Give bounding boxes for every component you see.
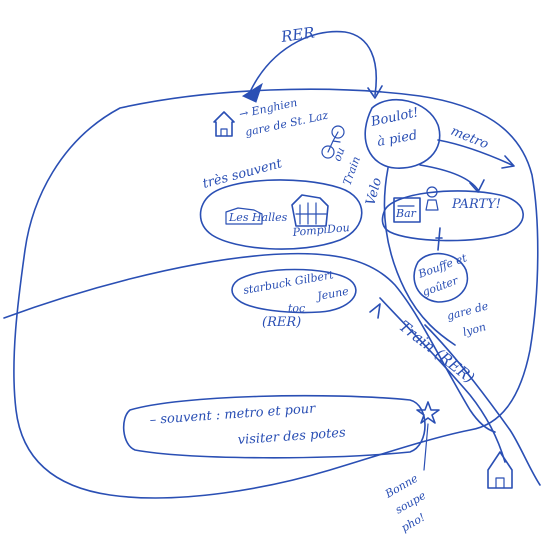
bar-label: Bar: [395, 207, 417, 220]
boulot-label-2: à pied: [376, 128, 418, 150]
tres-souvent-label: très souvent: [201, 156, 284, 192]
party-oval: [381, 190, 524, 242]
starbucks-oval: [231, 268, 357, 314]
rer-arc: [249, 30, 377, 96]
pho-pointer: [423, 423, 429, 471]
boulot-to-party-line: [419, 164, 479, 191]
house-icon: [213, 111, 235, 137]
gare-lyon-label-1: gare de: [445, 299, 490, 323]
boulot-label-1: Boulot!: [369, 105, 420, 130]
train-arrow-icon: [369, 303, 381, 319]
bar-icon: [393, 197, 421, 223]
rer-mid-label-2: (RER): [262, 315, 301, 330]
souvent-label-2: visiter des potes: [237, 425, 346, 448]
party-label: PARTY!: [451, 197, 501, 212]
paris-boundary: [13, 88, 539, 499]
train-label-1: ou: [331, 146, 348, 163]
home-icon: [487, 451, 513, 489]
rer-mid-label-1: toc: [288, 302, 305, 315]
metro-line: [437, 139, 513, 166]
les-halles-icon: [225, 207, 263, 225]
bouffe-label-1: Bouffe et: [416, 251, 469, 281]
souvent-label-1: – souvent : metro et pour: [149, 401, 316, 428]
boulot-circle: [364, 99, 441, 169]
rer-arrow-left-icon: [241, 82, 263, 103]
pompidou-label: PompiDou: [291, 221, 350, 239]
starbucks-label-2: Jeune: [314, 285, 350, 304]
seine-line: [3, 252, 496, 433]
gare-lyon-label-2: lyon: [461, 320, 487, 339]
velo-line: [383, 167, 456, 346]
les-halles-label: Les Halles: [228, 211, 288, 224]
bouffe-pin: [435, 227, 443, 251]
train-rer-line-1: [379, 297, 506, 463]
metro-arrow-icon: [501, 155, 515, 169]
party-icon: [425, 186, 439, 211]
building-icon: [291, 194, 329, 227]
party-arrow-icon: [469, 179, 485, 193]
les-halles-oval: [199, 179, 363, 250]
velo-label: Velo: [363, 176, 385, 207]
bicycle-icon: [321, 125, 345, 159]
bouffe-circle: [413, 252, 469, 303]
rer-arrow-right-icon: [367, 85, 383, 99]
souvent-box: [122, 394, 426, 459]
train-rer-line-2: [424, 324, 541, 486]
rer-top-label: RER: [279, 23, 316, 46]
star-icon: [416, 401, 440, 424]
